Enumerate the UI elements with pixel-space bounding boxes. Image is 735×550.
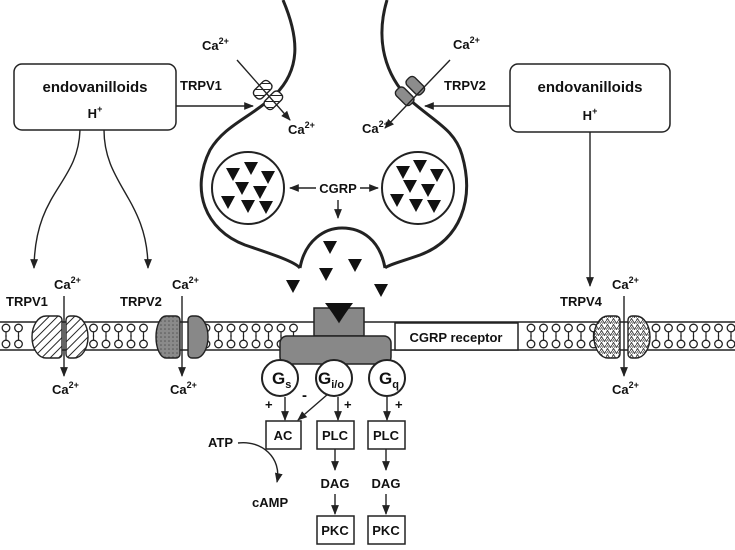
dag-label-gio: DAG: [321, 476, 350, 491]
proton-label-right: H+: [583, 106, 598, 123]
ca-label-membrane-trpv1-top: Ca2+: [54, 275, 81, 292]
nerve-terminal: [199, 0, 469, 270]
gq-plus-sign: +: [395, 397, 403, 412]
ca-label-trpv2-bottom: Ca2+: [362, 119, 389, 136]
pkc-box-gio: PKC: [316, 515, 355, 545]
stimulus-box-left: endovanilloids H+: [13, 63, 177, 131]
trpv1-membrane-channel: [31, 315, 89, 359]
endovanilloids-label-left: endovanilloids: [42, 79, 147, 96]
atp-label: ATP: [208, 435, 233, 450]
dag-label-gq: DAG: [372, 476, 401, 491]
cgrp-receptor-label-box: CGRP receptor: [394, 322, 519, 351]
svg-text:PKC: PKC: [372, 523, 400, 538]
svg-text:Gq: Gq: [379, 369, 399, 391]
gio-minus-sign: -: [302, 387, 307, 404]
svg-text:Gi/o: Gi/o: [318, 369, 344, 391]
proton-label-left: H+: [88, 104, 103, 121]
ca-label-membrane-trpv4-bottom: Ca2+: [612, 380, 639, 397]
ac-box: AC: [265, 420, 302, 450]
trpv4-membrane-channel: [593, 315, 651, 359]
ca-label-trpv1-bottom: Ca2+: [288, 120, 315, 137]
ca-label-membrane-trpv4-top: Ca2+: [612, 275, 639, 292]
trpv2-membrane-label: TRPV2: [120, 294, 162, 309]
cgrp-molecules: [221, 160, 444, 297]
endovanilloids-label-right: endovanilloids: [537, 79, 642, 96]
ca-label-membrane-trpv2-top: Ca2+: [172, 275, 199, 292]
trpv2-terminal-label: TRPV2: [444, 78, 486, 93]
cgrp-receptor: [279, 303, 392, 365]
cgrp-label: CGRP: [319, 181, 357, 196]
trpv2-membrane-channel: [155, 315, 209, 359]
svg-text:PLC: PLC: [373, 428, 400, 443]
trpv1-terminal-label: TRPV1: [180, 78, 222, 93]
svg-text:PLC: PLC: [322, 428, 349, 443]
ca-label-trpv2-top: Ca2+: [453, 35, 480, 52]
ca-label-membrane-trpv1-bottom: Ca2+: [52, 380, 79, 397]
gio-plus-sign: +: [344, 397, 352, 412]
svg-text:PKC: PKC: [321, 523, 349, 538]
gq-protein: Gq: [368, 359, 406, 397]
svg-text:AC: AC: [274, 428, 293, 443]
plc-box-gq: PLC: [367, 420, 406, 450]
gio-protein: Gi/o: [315, 359, 353, 397]
gs-protein: Gs: [261, 359, 299, 397]
plc-box-gio: PLC: [316, 420, 355, 450]
ca-label-trpv1-top: Ca2+: [202, 36, 229, 53]
trpv1-membrane-label: TRPV1: [6, 294, 48, 309]
trpv4-membrane-label: TRPV4: [560, 294, 603, 309]
ca-label-membrane-trpv2-bottom: Ca2+: [170, 380, 197, 397]
cgrp-receptor-label: CGRP receptor: [410, 330, 503, 345]
svg-text:Gs: Gs: [272, 369, 291, 391]
pkc-box-gq: PKC: [367, 515, 406, 545]
trpv2-terminal-channel: [394, 75, 426, 107]
gs-plus-sign: +: [265, 397, 273, 412]
camp-label: cAMP: [252, 495, 288, 510]
stimulus-box-right: endovanilloids H+: [509, 63, 671, 133]
